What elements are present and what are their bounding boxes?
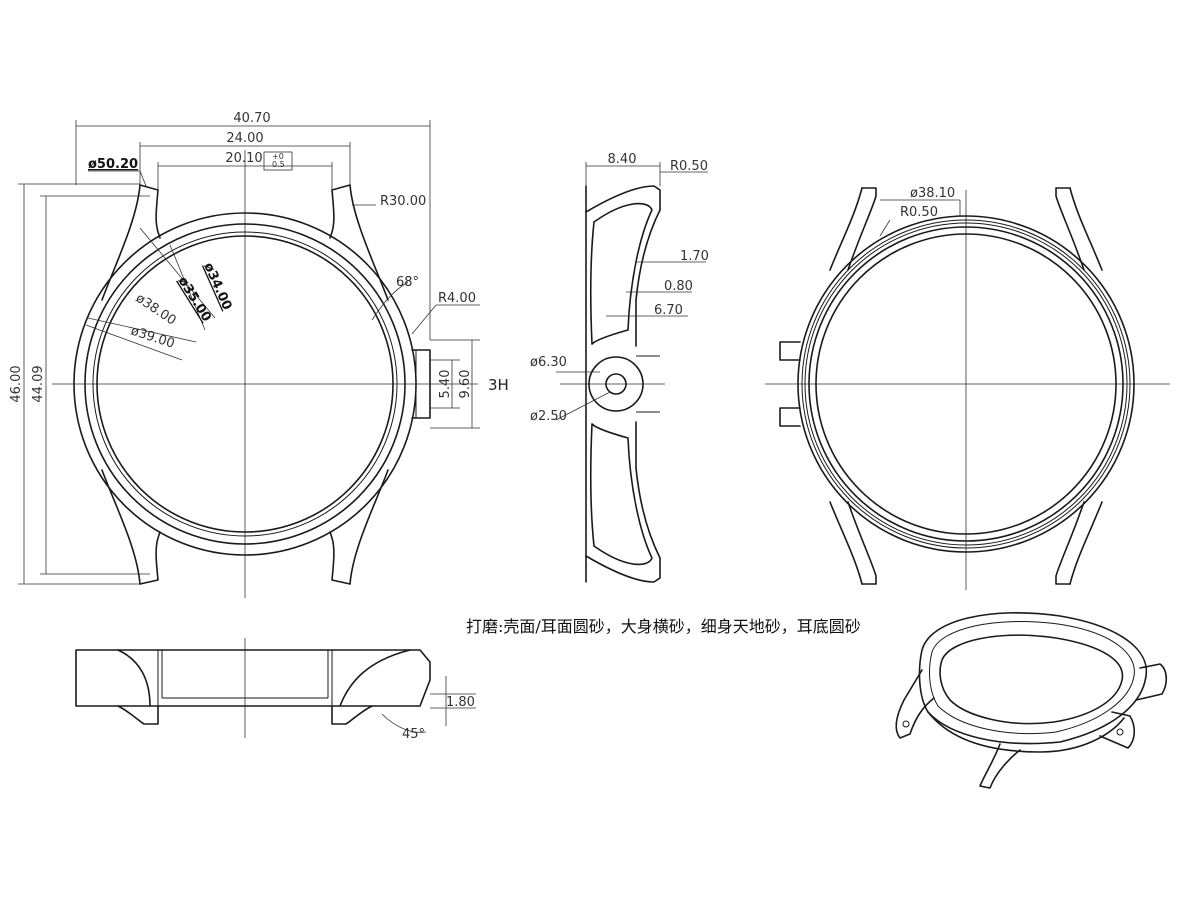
dim-lug-width-inner: 20.10 xyxy=(225,151,262,166)
side-dimensions xyxy=(555,162,708,421)
bottom-labels: 1.80 45° xyxy=(402,695,475,742)
dim-side-0-80: 0.80 xyxy=(664,279,693,294)
front-dimensions xyxy=(18,120,480,585)
dim-lug-radius: R30.00 xyxy=(380,194,426,209)
dim-height-overall: 46.00 xyxy=(9,365,24,402)
isometric-view xyxy=(895,612,1168,789)
dim-back-diameter: ø38.10 xyxy=(910,186,955,201)
dim-overall-width: 40.70 xyxy=(233,111,270,126)
dim-side-1-70: 1.70 xyxy=(680,249,709,264)
front-labels: 40.70 24.00 20.10 +0 0.5 ø50.20 R30.00 6… xyxy=(9,111,509,403)
tolerance-lower: 0.5 xyxy=(272,160,285,169)
side-labels: 8.40 R0.50 1.70 0.80 6.70 ø6.30 ø2.50 xyxy=(530,152,709,424)
dim-side-6-70: 6.70 xyxy=(654,303,683,318)
dim-chamfer-angle: 45° xyxy=(402,727,425,742)
dim-back-edge-radius: R0.50 xyxy=(900,205,938,220)
bottom-view: 1.80 45° xyxy=(75,638,476,742)
dim-crown-tube-outer: 9.60 xyxy=(458,370,473,399)
dim-height-lugs: 44.09 xyxy=(31,365,46,402)
crown-position-label: 3H xyxy=(488,376,509,394)
dim-tube-hole: ø2.50 xyxy=(530,409,567,424)
finish-note: 打磨:壳面/耳面圆砂，大身横砂，细身天地砂，耳底圆砂 xyxy=(466,617,861,636)
dim-diameter-38: ø38.00 xyxy=(133,291,179,329)
dim-tube-outer: ø6.30 xyxy=(530,355,567,370)
dim-lug-width-outer: 24.00 xyxy=(226,131,263,146)
dim-side-edge-radius: R0.50 xyxy=(670,159,708,174)
dim-angle: 68° xyxy=(396,275,419,290)
bottom-dimensions xyxy=(381,676,476,733)
bottom-case-outline xyxy=(75,649,431,725)
side-view: 8.40 R0.50 1.70 0.80 6.70 ø6.30 ø2.50 xyxy=(530,152,709,583)
front-case-outline xyxy=(73,184,431,585)
back-labels: ø38.10 R0.50 xyxy=(900,186,955,220)
dim-outer-diameter: ø50.20 xyxy=(88,157,138,172)
back-view: ø38.10 R0.50 xyxy=(765,186,1170,590)
back-case-outline xyxy=(779,187,1135,585)
back-dimensions xyxy=(879,199,961,237)
dim-crown-radius: R4.00 xyxy=(438,291,476,306)
side-case-outline xyxy=(585,185,661,583)
dim-bottom-height: 1.80 xyxy=(446,695,475,710)
tolerance-upper: +0 xyxy=(272,152,284,161)
dim-side-width: 8.40 xyxy=(608,152,637,167)
dim-crown-tube-inner: 5.40 xyxy=(438,370,453,399)
front-view: 40.70 24.00 20.10 +0 0.5 ø50.20 R30.00 6… xyxy=(9,111,509,598)
